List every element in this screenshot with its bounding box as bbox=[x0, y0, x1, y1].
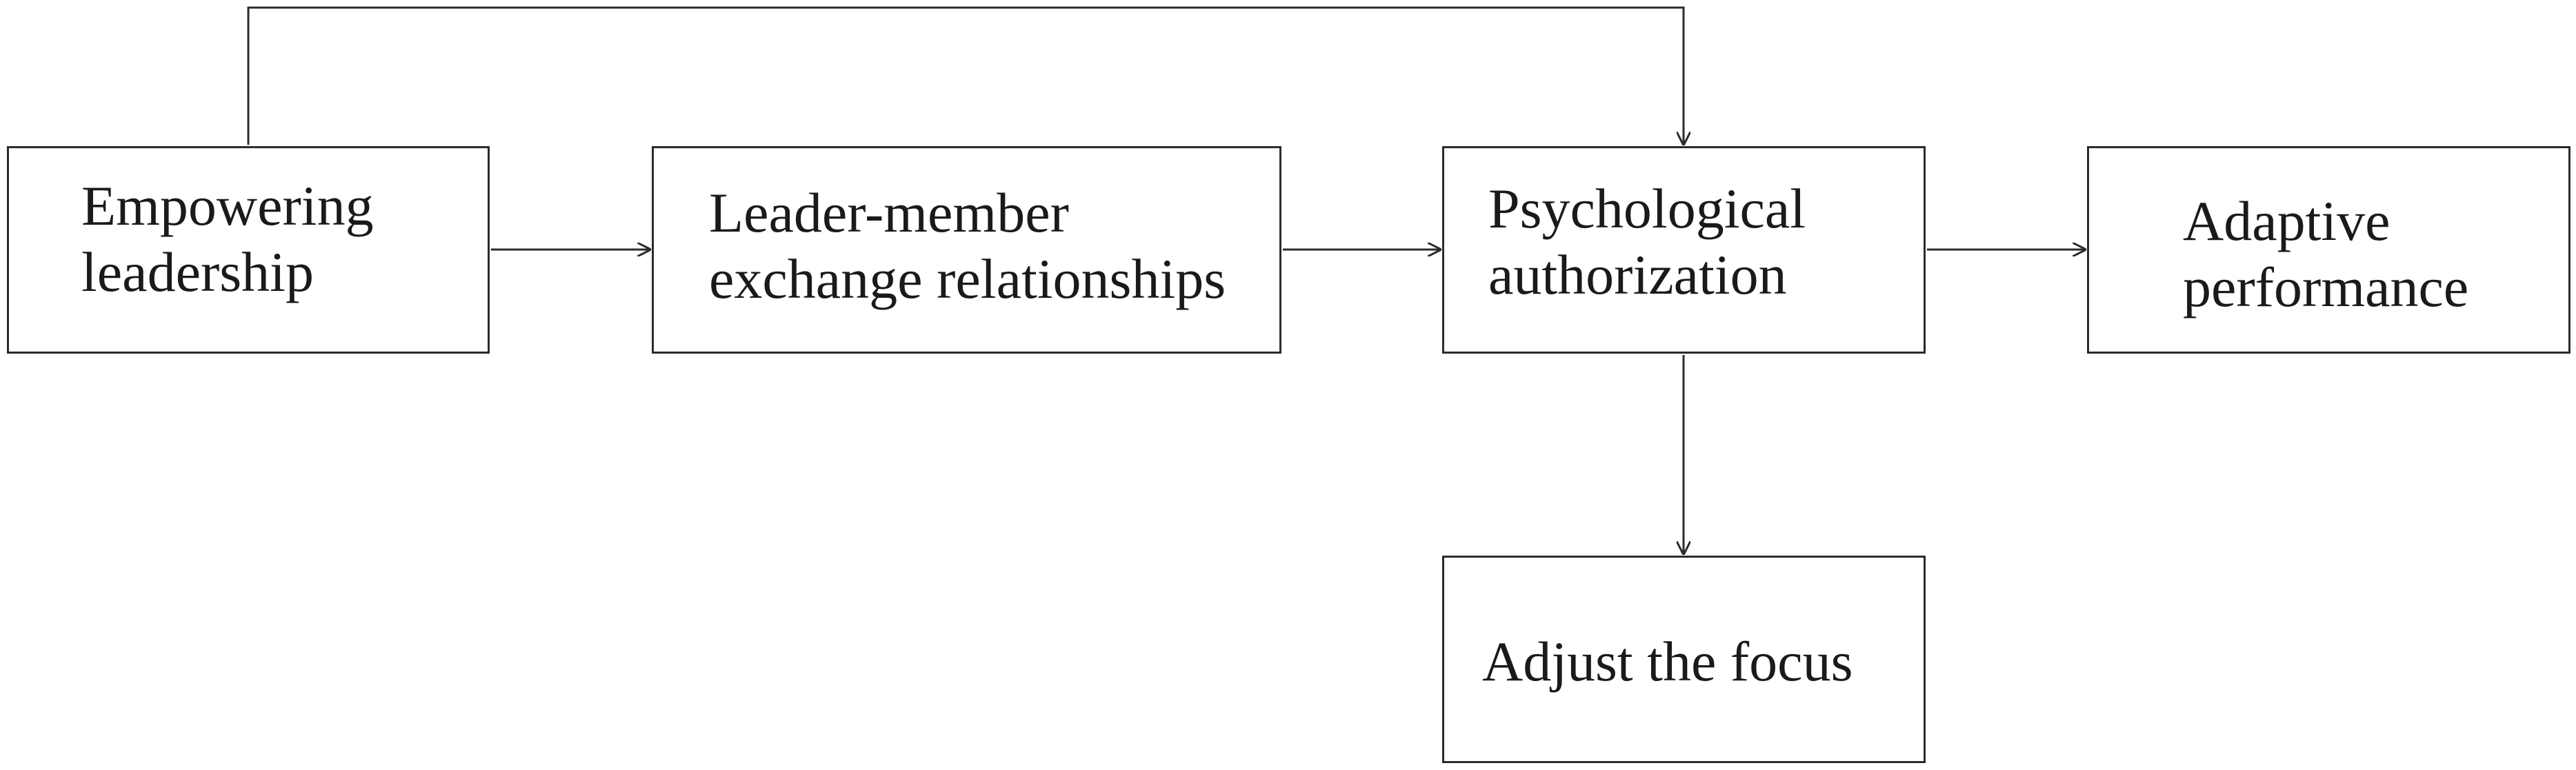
node-label-line: Leader-member bbox=[709, 181, 1069, 244]
node-adaptive-performance-label: Adaptive performance bbox=[2183, 188, 2468, 321]
node-label-line: Adjust the focus bbox=[1482, 630, 1853, 693]
node-label-line: Adaptive bbox=[2183, 190, 2390, 252]
node-empowering-leadership-label: Empowering leadership bbox=[81, 173, 374, 305]
node-adaptive-performance: Adaptive performance bbox=[2087, 146, 2570, 354]
node-adjust-the-focus-label: Adjust the focus bbox=[1482, 629, 1853, 695]
node-leader-member-exchange-label: Leader-member exchange relationships bbox=[709, 180, 1226, 312]
node-label-line: performance bbox=[2183, 256, 2469, 318]
node-label-line: leadership bbox=[81, 241, 314, 303]
node-label-line: Psychological bbox=[1488, 177, 1806, 240]
node-label-line: Empowering bbox=[81, 174, 374, 237]
node-leader-member-exchange: Leader-member exchange relationships bbox=[652, 146, 1281, 354]
node-label-line: authorization bbox=[1488, 243, 1787, 306]
node-psychological-authorization-label: Psychological authorization bbox=[1488, 176, 1806, 308]
edge-empowering-to-psych-bypass bbox=[247, 6, 1684, 145]
node-label-line: exchange relationships bbox=[709, 247, 1226, 310]
node-adjust-the-focus: Adjust the focus bbox=[1442, 556, 1926, 763]
node-psychological-authorization: Psychological authorization bbox=[1442, 146, 1926, 354]
node-empowering-leadership: Empowering leadership bbox=[7, 146, 490, 354]
